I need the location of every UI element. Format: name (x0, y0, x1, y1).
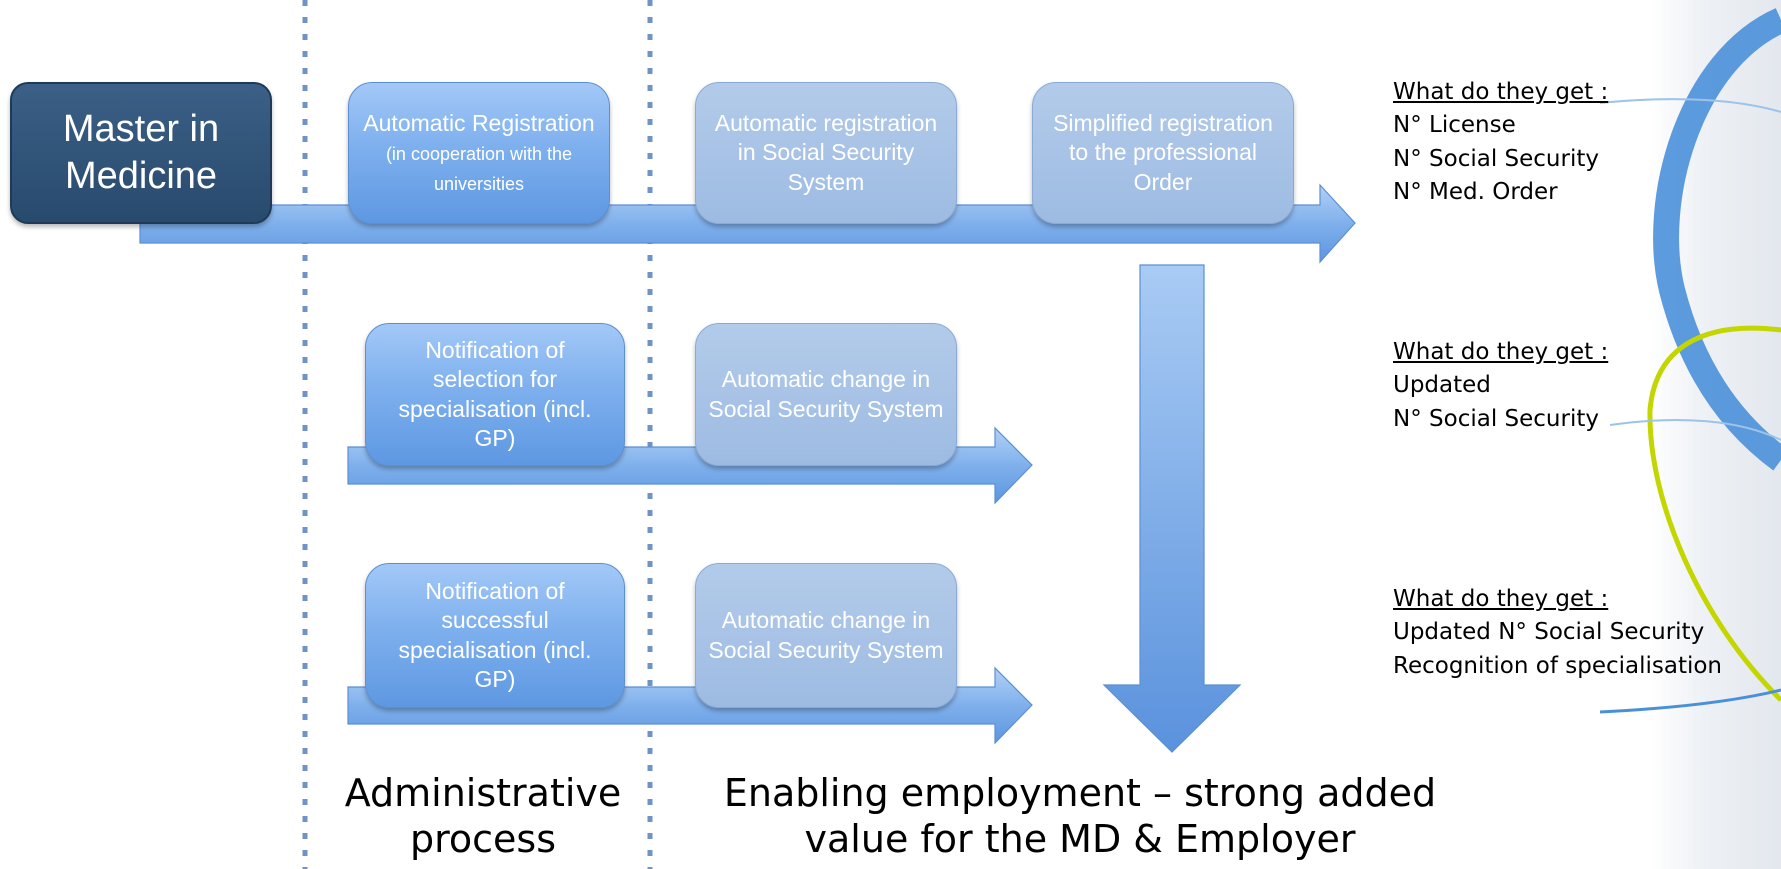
successful-specialisation-box: Notification of successful specialisatio… (365, 563, 625, 708)
automatic-registration-label: Automatic Registration (363, 109, 595, 136)
automatic-registration-box: Automatic Registration (in cooperation w… (348, 82, 610, 224)
selection-notification-box: Notification of selection for specialisa… (365, 323, 625, 466)
outcome-line: Updated (1393, 372, 1491, 399)
outcome-line: N° Social Security (1393, 405, 1599, 432)
deco-line-mid (1609, 419, 1781, 441)
social-security-change-box-1: Automatic change in Social Security Syst… (695, 323, 957, 466)
deco-blue-arc (1653, 8, 1781, 471)
arrow-row2 (347, 426, 1033, 505)
outcome-line: N° Social Security (1393, 145, 1599, 172)
selection-notification-label: Notification of selection for specialisa… (398, 336, 592, 451)
administrative-process-label: Administrative process (344, 771, 622, 862)
outcome-title-3: What do they get : (1393, 586, 1609, 612)
social-security-change-label-2: Automatic change in Social Security Syst… (708, 607, 944, 663)
automatic-registration-note: (in cooperation with the universities (385, 144, 573, 194)
outcome-title-2: What do they get : (1393, 339, 1609, 365)
outcome-line: N° Med. Order (1393, 179, 1558, 206)
arrow-down (1102, 264, 1242, 753)
outcome-line: Recognition of specialisation (1393, 652, 1723, 679)
successful-specialisation-label: Notification of successful specialisatio… (398, 577, 592, 692)
social-security-registration-box: Automatic registration in Social Securit… (695, 82, 957, 224)
deco-lime-arc (1647, 325, 1781, 702)
deco-line-bottom (1599, 688, 1781, 714)
master-in-medicine-box: Master in Medicine (10, 82, 272, 224)
master-label: Master in Medicine (62, 107, 220, 198)
arrow-row3 (347, 666, 1033, 745)
social-security-change-box-2: Automatic change in Social Security Syst… (695, 563, 957, 708)
professional-order-registration-label: Simplified registration to the professio… (1053, 109, 1273, 195)
outcome-line: Updated N° Social Security (1393, 619, 1705, 646)
social-security-change-label-1: Automatic change in Social Security Syst… (708, 366, 944, 422)
outcome-title-1: What do they get : (1393, 79, 1609, 105)
outcome-block-2: What do they get : Updated N° Social Sec… (1393, 336, 1608, 436)
outcome-block-3: What do they get : Updated N° Social Sec… (1393, 583, 1722, 683)
social-security-registration-label: Automatic registration in Social Securit… (714, 109, 938, 195)
outcome-block-1: What do they get : N° License N° Social … (1393, 76, 1608, 209)
deco-line-top (1599, 98, 1781, 113)
enabling-employment-label: Enabling employment – strong added value… (723, 771, 1437, 862)
professional-order-registration-box: Simplified registration to the professio… (1032, 82, 1294, 224)
outcome-line: N° License (1393, 112, 1516, 139)
